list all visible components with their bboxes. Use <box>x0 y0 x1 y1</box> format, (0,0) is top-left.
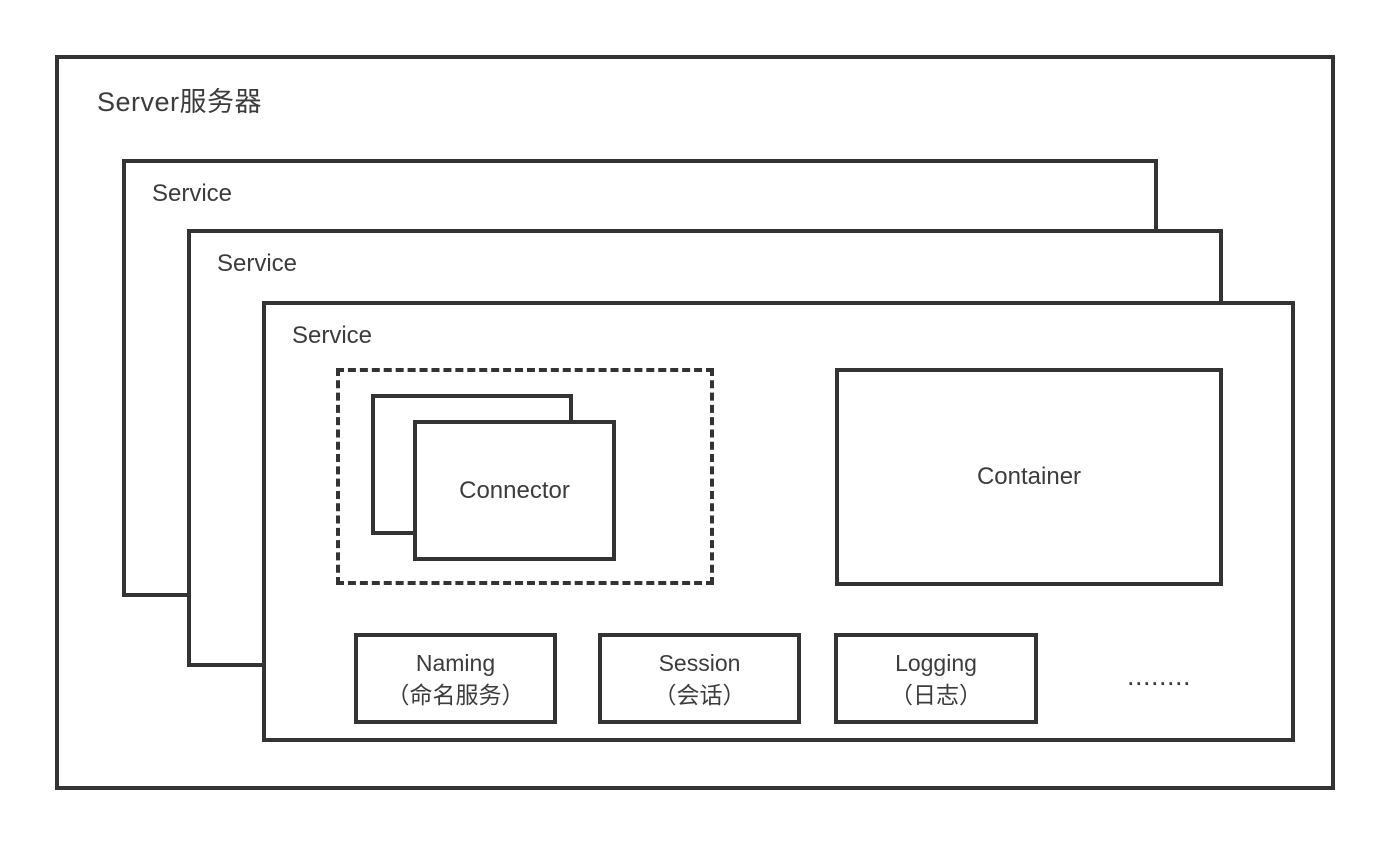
service-3-label: Service <box>292 322 373 349</box>
connector-label: Connector <box>459 476 570 504</box>
service-2-label: Service <box>217 250 298 277</box>
logging-label-zh: （日志） <box>890 681 982 708</box>
connector-box-front: Connector <box>413 420 616 561</box>
service-box-3: Service Connector Container Naming （命名服务… <box>262 301 1295 742</box>
container-label: Container <box>976 463 1082 490</box>
logging-label-en: Logging <box>895 649 977 676</box>
server-title: Server服务器 <box>97 87 263 117</box>
ellipsis-dots: ........ <box>1127 661 1192 691</box>
naming-label-en: Naming <box>415 649 496 676</box>
component-box-logging: Logging （日志） <box>834 633 1038 724</box>
naming-label-zh: （命名服务） <box>386 681 525 708</box>
session-label-zh: （会话） <box>653 681 746 708</box>
component-box-naming: Naming （命名服务） <box>354 633 557 724</box>
service-1-label: Service <box>152 180 233 207</box>
component-box-session: Session （会话） <box>598 633 801 724</box>
session-label-en: Session <box>658 649 741 676</box>
connector-group-dashed-box <box>336 368 714 585</box>
container-box: Container <box>835 368 1223 586</box>
server-box: Server服务器 Service Service Service Connec… <box>55 55 1335 790</box>
